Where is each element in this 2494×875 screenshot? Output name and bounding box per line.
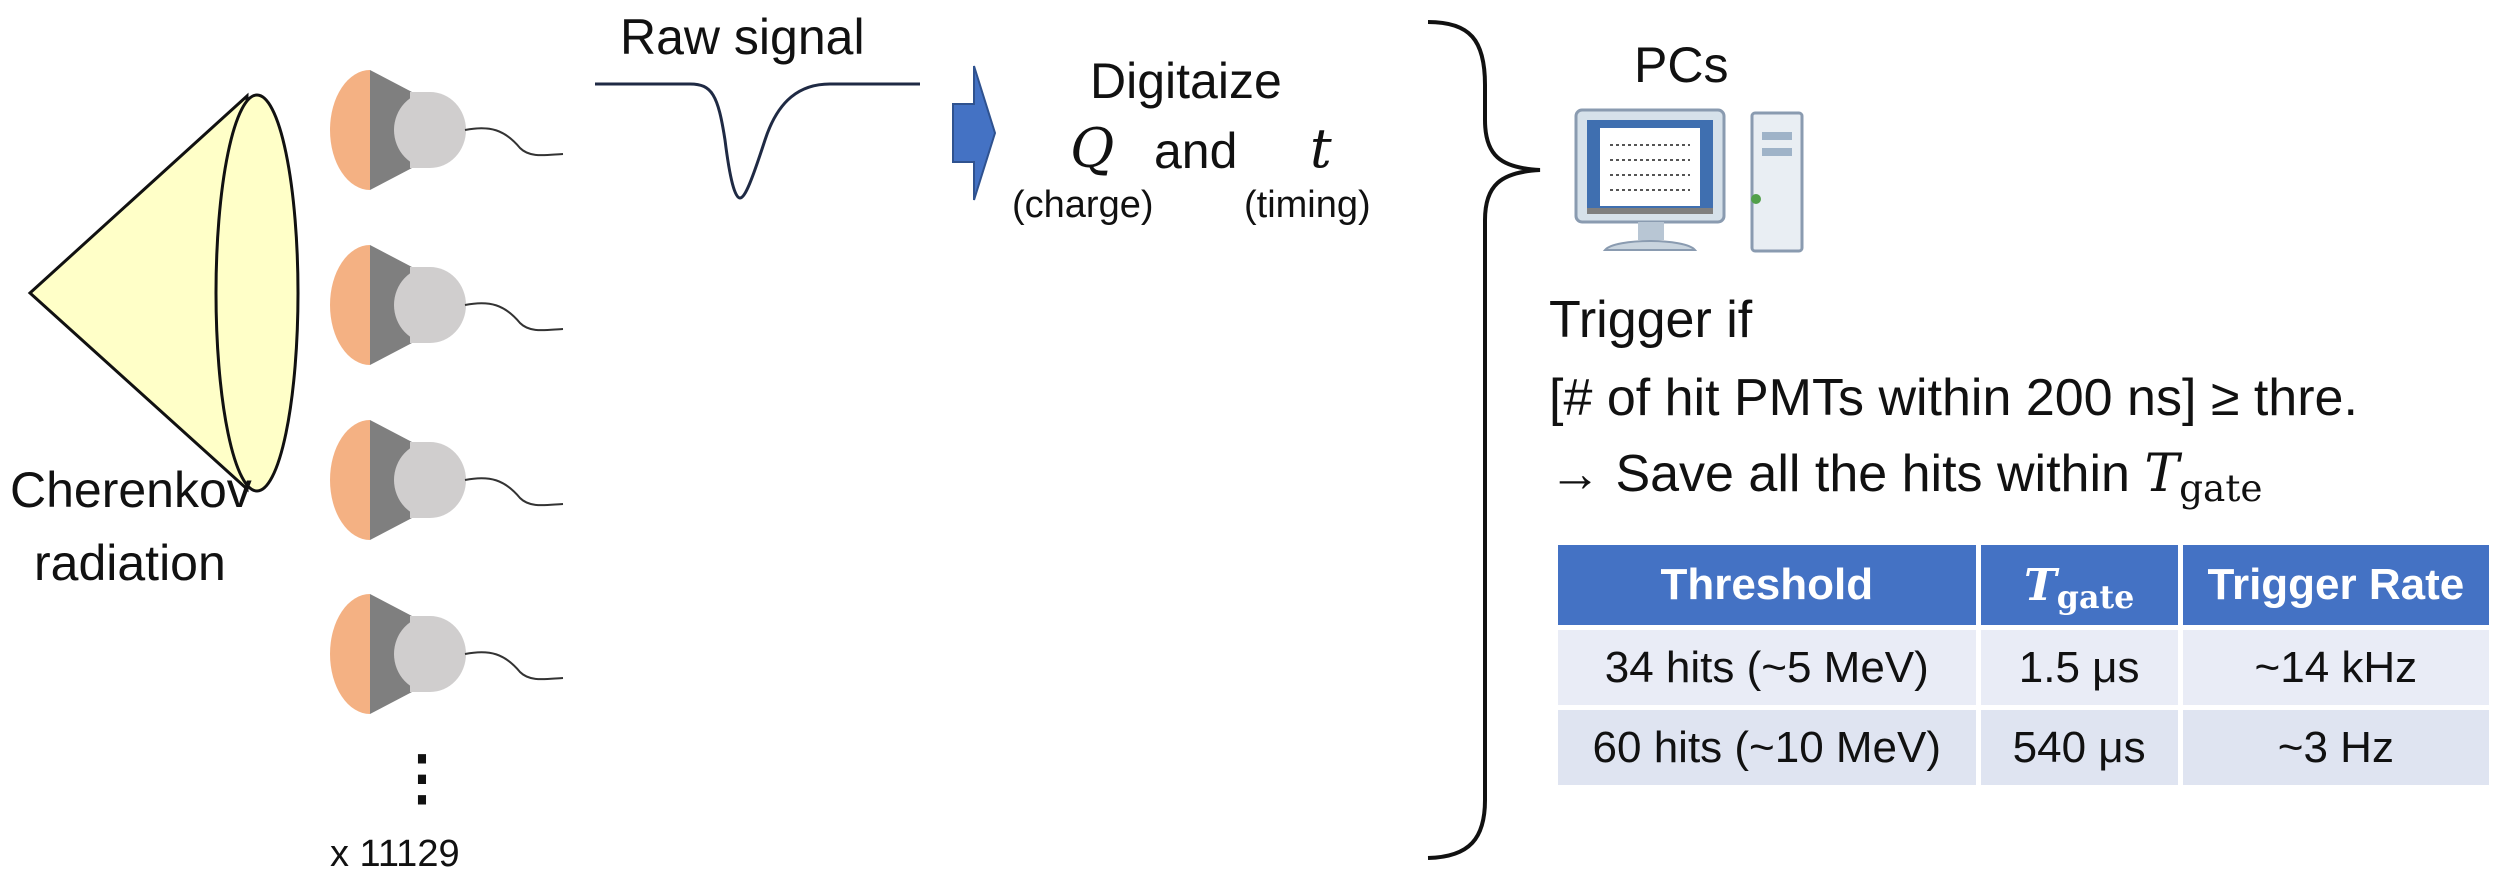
cherenkov-label-line1: Cherenkov: [10, 462, 252, 518]
vertical-ellipsis: ⋮: [392, 744, 452, 811]
trigger-line3: → Save all the hits within Tgate: [1549, 445, 2263, 507]
cell-threshold: 34 hits (~5 MeV): [1558, 630, 1976, 705]
trigger-line3-text: → Save all the hits within: [1549, 445, 2145, 503]
gate-symbol: T: [2144, 444, 2180, 504]
header-rate: Trigger Rate: [2182, 545, 2489, 625]
table-header-row: Threshold Tgate Trigger Rate: [1558, 545, 2489, 625]
trigger-line1: Trigger if: [1549, 291, 1753, 349]
cherenkov-label-line2: radiation: [34, 535, 226, 591]
header-gate-subscript: gate: [2056, 579, 2135, 617]
cell-rate: ~14 kHz: [2182, 630, 2489, 705]
table-row: 34 hits (~5 MeV) 1.5 μs ~14 kHz: [1558, 630, 2489, 705]
gate-subscript: gate: [2179, 466, 2263, 511]
digitize-title: Digitaize: [1090, 53, 1282, 109]
pc-icon: [1574, 108, 1804, 253]
cell-threshold: 60 hits (~10 MeV): [1558, 710, 1976, 785]
header-gate-symbol: T: [2024, 559, 2057, 611]
cell-gate: 540 μs: [1980, 710, 2178, 785]
timing-symbol: t: [1310, 117, 1332, 180]
table-row: 60 hits (~10 MeV) 540 μs ~3 Hz: [1558, 710, 2489, 785]
pcs-label: PCs: [1634, 37, 1729, 93]
trigger-table: Threshold Tgate Trigger Rate 34 hits (~5…: [1553, 540, 2494, 790]
digitize-arrow: [952, 65, 997, 201]
cherenkov-cone: [27, 92, 300, 493]
cell-gate: 1.5 μs: [1980, 630, 2178, 705]
cell-rate: ~3 Hz: [2182, 710, 2489, 785]
pmt-2: [330, 245, 564, 365]
pmt-count-label: x 11129: [330, 833, 460, 875]
pmt-1: [330, 70, 564, 190]
header-gate: Tgate: [1980, 545, 2178, 625]
timing-label: (timing): [1244, 184, 1371, 226]
raw-signal-label: Raw signal: [620, 9, 865, 65]
pmt-4: [330, 594, 564, 714]
trigger-line2: [# of hit PMTs within 200 ns] ≥ thre.: [1549, 369, 2358, 427]
header-threshold: Threshold: [1558, 545, 1976, 625]
pmt-3: [330, 420, 564, 540]
curly-brace: [1427, 20, 1541, 860]
raw-signal-waveform: [595, 82, 920, 200]
charge-label: (charge): [1012, 184, 1154, 226]
charge-symbol: Q: [1070, 117, 1115, 180]
and-word: and: [1154, 123, 1238, 179]
